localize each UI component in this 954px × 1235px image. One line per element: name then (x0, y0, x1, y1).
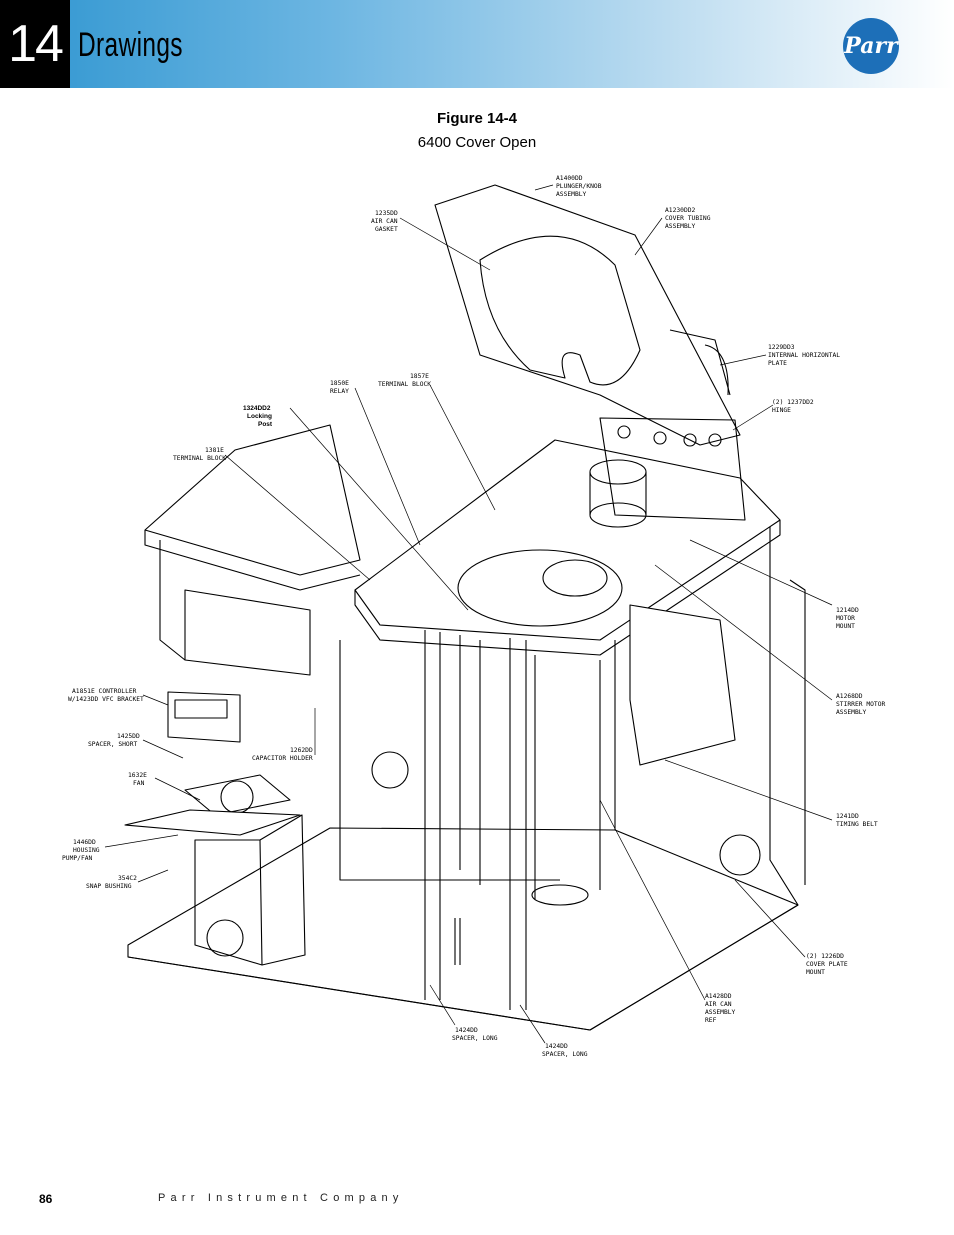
callout-motor-mount: 1214DD MOTOR MOUNT (836, 607, 859, 630)
callout-spacer-long-b: 1424DD SPACER, LONG (542, 1043, 588, 1058)
callout-text: 1229DD3 (768, 344, 795, 351)
callout-gasket: 1235DD AIR CAN GASKET (371, 210, 398, 233)
callout-text: TIMING BELT (836, 821, 878, 828)
callout-text: A1268DD (836, 693, 863, 700)
footer-company: Parr Instrument Company (158, 1192, 404, 1204)
callout-air-can: A1428DD AIR CAN ASSEMBLY REF (705, 993, 736, 1024)
callout-capacitor-holder: 1262DD CAPACITOR HOLDER (252, 747, 313, 762)
callout-text: 1446DD (73, 839, 96, 846)
callout-text: REF (705, 1017, 717, 1024)
callout-text: 1424DD (545, 1043, 568, 1050)
parr-logo: Parr (843, 18, 899, 74)
callout-text: 1241DD (836, 813, 859, 820)
callout-text: HOUSING (73, 847, 100, 854)
callout-relay: 1850E RELAY (330, 380, 349, 395)
callout-text: MOUNT (806, 969, 825, 976)
callout-text: 1850E (330, 380, 349, 387)
callout-text: 1324DD2 (243, 405, 271, 412)
technical-drawing: A1400DD PLUNGER/KNOB ASSEMBLY 1235DD AIR… (62, 175, 885, 1058)
callout-text: 1425DD (117, 733, 140, 740)
callout-text: SPACER, LONG (542, 1051, 588, 1058)
callout-text: Locking (247, 413, 272, 420)
page-header: 14 Drawings Parr (0, 0, 954, 88)
callout-text: W/1423DD VFC BRACKET (68, 696, 144, 703)
callout-snap-bushing: 354C2 SNAP BUSHING (86, 875, 137, 890)
callout-cover-tubing: A1230DD2 COVER TUBING ASSEMBLY (665, 207, 711, 230)
callout-timing-belt: 1241DD TIMING BELT (836, 813, 878, 828)
callout-text: Post (258, 421, 273, 428)
callout-text: AIR CAN (371, 218, 398, 225)
callout-text: ASSEMBLY (705, 1009, 736, 1016)
callout-text: COVER TUBING (665, 215, 711, 222)
logo-text: Parr (844, 33, 898, 59)
callout-text: A1400DD (556, 175, 583, 182)
callout-text: ASSEMBLY (665, 223, 696, 230)
callout-text: COVER PLATE (806, 961, 848, 968)
callout-text: ASSEMBLY (836, 709, 867, 716)
callout-text: MOUNT (836, 623, 855, 630)
callout-text: (2) 1226DD (806, 953, 844, 960)
callout-locking-post: 1324DD2 Locking Post (243, 405, 273, 428)
callout-text: TERMINAL BLOCK (378, 381, 431, 388)
callout-text: RELAY (330, 388, 349, 395)
chapter-number: 14 (0, 0, 70, 88)
callout-text: GASKET (375, 226, 398, 233)
callout-text: SPACER, SHORT (88, 741, 137, 748)
callout-text: SNAP BUSHING (86, 883, 132, 890)
chapter-title: Drawings (78, 26, 183, 64)
callout-text: HINGE (772, 407, 791, 414)
callout-text: 1262DD (290, 747, 313, 754)
callout-text: PUMP/FAN (62, 855, 93, 862)
callout-internal-plate: 1229DD3 INTERNAL HORIZONTAL PLATE (768, 344, 840, 367)
callout-text: 1214DD (836, 607, 859, 614)
callout-text: 1424DD (455, 1027, 478, 1034)
callout-text: A1230DD2 (665, 207, 696, 214)
callout-text: AIR CAN (705, 1001, 732, 1008)
leader-lines (104, 184, 833, 1044)
figure-subtitle: 6400 Cover Open (417, 134, 537, 151)
callout-text: A1851E CONTROLLER (72, 688, 137, 695)
callout-text: 1381E (205, 447, 224, 454)
page-number: 86 (39, 1192, 53, 1206)
callout-spacer-short: 1425DD SPACER, SHORT (88, 733, 140, 748)
callout-plunger: A1400DD PLUNGER/KNOB ASSEMBLY (556, 175, 602, 198)
callout-housing: 1446DD HOUSING PUMP/FAN (62, 839, 100, 862)
callout-text: SPACER, LONG (452, 1035, 498, 1042)
callout-text: FAN (133, 780, 145, 787)
callout-controller: A1851E CONTROLLER W/1423DD VFC BRACKET (68, 688, 144, 703)
callout-text: 354C2 (118, 875, 137, 882)
callout-cover-plate-mount: (2) 1226DD COVER PLATE MOUNT (806, 953, 848, 976)
callout-fan: 1632E FAN (128, 772, 147, 787)
callout-text: TERMINAL BLOCK (173, 455, 226, 462)
callout-stirrer-motor: A1268DD STIRRER MOTOR ASSEMBLY (836, 693, 885, 716)
callout-text: A1428DD (705, 993, 732, 1000)
callout-text: MOTOR (836, 615, 855, 622)
callout-terminal-block-a: 1857E TERMINAL BLOCK (378, 373, 431, 388)
callout-spacer-long-a: 1424DD SPACER, LONG (452, 1027, 498, 1042)
callout-hinge: (2) 1237DD2 HINGE (772, 399, 814, 414)
callout-text: ASSEMBLY (556, 191, 587, 198)
callout-text: PLATE (768, 360, 787, 367)
callout-text: (2) 1237DD2 (772, 399, 814, 406)
callout-terminal-block-b: 1381E TERMINAL BLOCK (173, 447, 226, 462)
callout-text: PLUNGER/KNOB (556, 183, 602, 190)
callout-text: CAPACITOR HOLDER (252, 755, 313, 762)
callout-text: 1857E (410, 373, 429, 380)
drawing-linework (124, 184, 806, 1031)
callout-text: STIRRER MOTOR (836, 701, 885, 708)
callout-text: INTERNAL HORIZONTAL (768, 352, 840, 359)
callout-text: 1235DD (375, 210, 398, 217)
callout-text: 1632E (128, 772, 147, 779)
figure-title: Figure 14-4 (436, 110, 518, 127)
